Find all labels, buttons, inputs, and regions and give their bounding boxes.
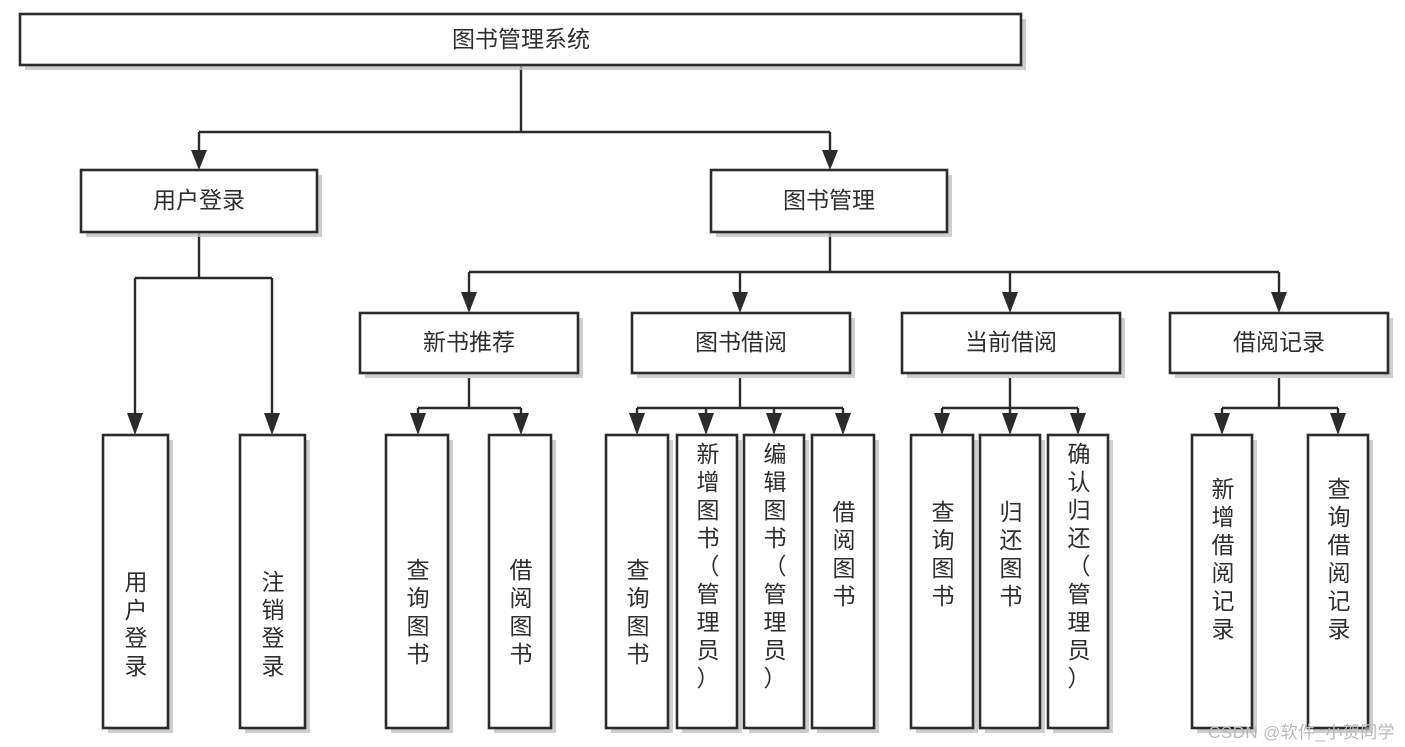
leaf-edit-book-box[interactable] [742,433,806,730]
current-borrow-box[interactable] [900,311,1122,375]
leaf-logout[interactable]: 注销登录 [238,433,310,733]
book-borrow-box[interactable] [630,311,852,375]
leaf-borrow-book-2[interactable]: 借阅图书 [810,433,879,733]
arrowhead-leaf-add-record [1214,413,1230,435]
leaf-user-login-label: 用户登录 [125,569,148,679]
leaf-user-login[interactable]: 用户登录 [101,433,173,733]
node-book-management[interactable]: 图书管理 [709,168,952,237]
leaf-return-book[interactable]: 归还图书 [978,433,1045,733]
arrowhead-leaf-confirm-return [1070,413,1086,435]
arrowhead-leaf-return-book [1002,413,1018,435]
leaf-borrow-book-1-label: 借阅图书 [510,557,533,667]
node-root[interactable]: 图书管理系统 [18,12,1026,70]
leaf-add-book-box[interactable] [675,433,739,730]
leaf-return-book-box[interactable] [978,433,1042,730]
leaf-add-record-box[interactable] [1190,433,1254,730]
user-login-label: 用户登录 [153,187,245,213]
node-borrow-record[interactable]: 借阅记录 [1168,311,1393,378]
new-book-recommend-box[interactable] [358,311,580,375]
connector-layer [127,66,1346,435]
root-label: 图书管理系统 [452,26,590,52]
leaf-query-book-1-box[interactable] [384,433,450,730]
borrow-record-box[interactable] [1168,311,1390,375]
csdn-watermark: CSDN @软件_小贺同学 [1208,723,1395,742]
node-user-login[interactable]: 用户登录 [79,168,322,237]
arrowhead-new-book-recommend [461,292,477,313]
leaf-query-book-3-label: 查询图书 [932,499,955,609]
leaf-borrow-book-1-box[interactable] [487,433,553,730]
leaf-logout-label: 注销登录 [262,569,285,679]
leaf-logout-box[interactable] [238,433,307,730]
arrowhead-leaf-edit-book [766,413,782,435]
arrowhead-book-borrow [732,292,748,313]
new-book-recommend-label: 新书推荐 [423,329,515,355]
leaf-add-record-label: 新增借阅记录 [1212,476,1235,642]
leaf-query-record-label: 查询借阅记录 [1328,476,1351,642]
leaf-confirm-return-box[interactable] [1046,433,1110,730]
leaf-query-book-2[interactable]: 查询图书 [604,433,673,733]
leaf-confirm-return[interactable]: 确认归还（管理员） [1046,433,1113,733]
leaf-query-record-box[interactable] [1306,433,1370,730]
book-borrow-label: 图书借阅 [695,329,787,355]
arrowhead-leaf-query-record [1330,413,1346,435]
arrowhead-leaf-query-book-2 [629,413,645,435]
leaf-query-book-1[interactable]: 查询图书 [384,433,453,733]
leaf-add-book[interactable]: 新增图书（管理员） [675,433,742,733]
arrowhead-borrow-record [1271,292,1287,313]
node-current-borrow[interactable]: 当前借阅 [900,311,1125,378]
current-borrow-label: 当前借阅 [965,329,1057,355]
book-management-box[interactable] [709,168,949,234]
root-box[interactable] [18,12,1023,67]
arrowhead-user-login [191,150,207,170]
leaf-query-book-2-box[interactable] [604,433,670,730]
arrowhead-leaf-query-book-1 [410,413,426,435]
leaf-borrow-book-1[interactable]: 借阅图书 [487,433,556,733]
leaf-query-book-3[interactable]: 查询图书 [909,433,978,733]
leaf-borrow-book-2-label: 借阅图书 [833,499,856,609]
leaf-edit-book-label: 编辑图书（管理员） [764,441,787,691]
leaf-return-book-label: 归还图书 [1000,499,1023,609]
leaf-query-book-3-box[interactable] [909,433,975,730]
arrowhead-leaf-borrow-book-2 [835,413,851,435]
leaf-confirm-return-label: 确认归还（管理员） [1068,441,1091,691]
arrowhead-book-management [822,150,838,170]
arrowhead-leaf-borrow-book-1 [513,413,529,435]
leaf-query-record[interactable]: 查询借阅记录 [1306,433,1373,733]
arrowhead-leaf-user-login [127,413,143,435]
node-new-book-recommend[interactable]: 新书推荐 [358,311,583,378]
leaf-edit-book[interactable]: 编辑图书（管理员） [742,433,809,733]
borrow-record-label: 借阅记录 [1233,329,1325,355]
leaf-query-book-2-label: 查询图书 [627,557,650,667]
arrowhead-leaf-query-book-3 [934,413,950,435]
leaf-add-book-label: 新增图书（管理员） [697,441,720,691]
node-book-borrow[interactable]: 图书借阅 [630,311,855,378]
leaf-borrow-book-2-box[interactable] [810,433,876,730]
leaf-query-book-1-label: 查询图书 [407,557,430,667]
user-login-box[interactable] [79,168,319,234]
leaf-add-record[interactable]: 新增借阅记录 [1190,433,1257,733]
book-management-label: 图书管理 [783,187,875,213]
arrowhead-current-borrow [1002,292,1018,313]
leaf-user-login-box[interactable] [101,433,170,730]
arrowhead-leaf-add-book [698,413,714,435]
arrowhead-leaf-logout [264,413,280,435]
